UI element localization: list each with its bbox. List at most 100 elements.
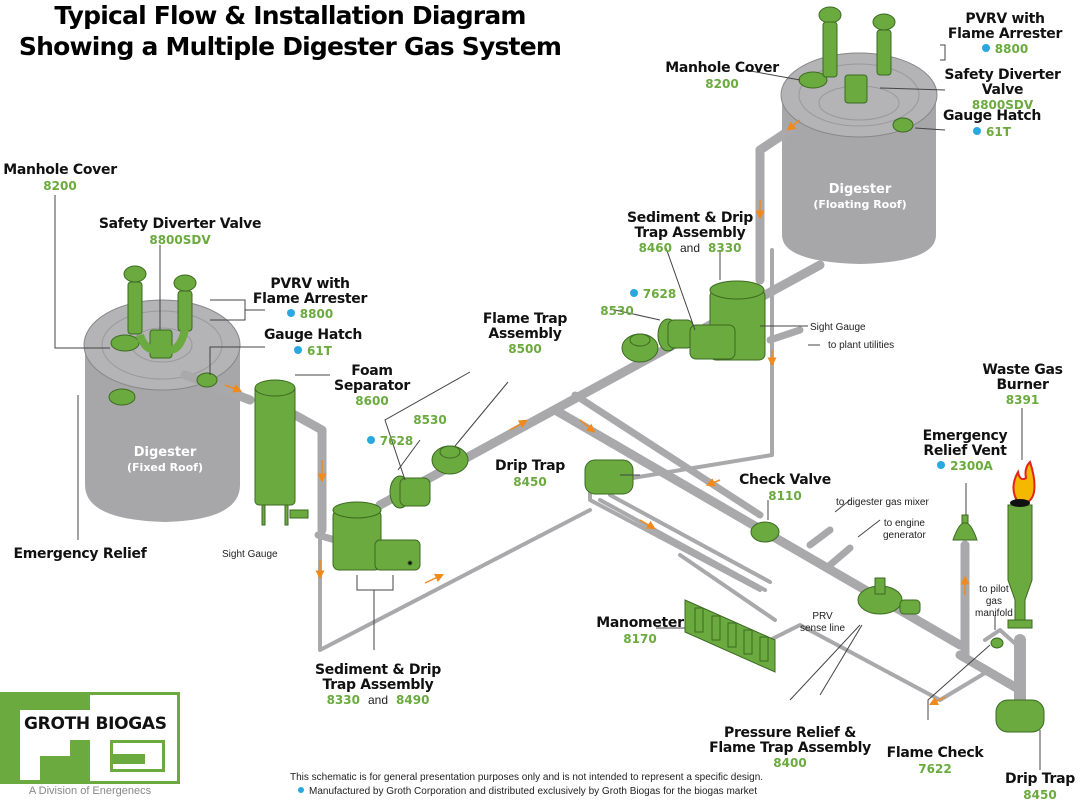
component-name: Waste Gas [982, 362, 1063, 378]
and-text: and [367, 693, 389, 708]
component-code: 7628 [379, 434, 414, 448]
component-code: 7628 [642, 287, 677, 301]
label-check-valve: Check Valve 8110 [735, 473, 835, 504]
label-pressure-relief-flame-trap: Pressure Relief & Flame Trap Assembly 84… [705, 726, 875, 772]
component-code: 8330 [708, 241, 742, 256]
flow-arrows [224, 119, 970, 706]
foam-separator [254, 379, 309, 526]
manometer [684, 599, 776, 673]
lower-sediment-drip-trap [332, 501, 421, 571]
label-right-gauge-hatch: Gauge Hatch 61T [942, 109, 1042, 140]
component-code: 2300A [950, 459, 993, 474]
right-flame-arrester [657, 318, 694, 352]
component-name: Manhole Cover [3, 162, 117, 178]
flame-check [990, 637, 1004, 649]
component-name: Emergency Relief [13, 546, 147, 562]
label-right-8530: 8530 [597, 303, 637, 320]
groth-dot-icon [298, 787, 304, 793]
label-left-gauge-hatch: Gauge Hatch 61T [258, 328, 368, 359]
component-code: 8200 [705, 76, 739, 91]
label-left-pvrv: PVRV with Flame Arrester 8800 [250, 277, 370, 323]
tank-label-floating-roof: Digester (Floating Roof) [800, 182, 920, 211]
component-name: Foam Separator [334, 363, 410, 394]
leader-lines [54, 44, 1041, 770]
component-code: 7622 [918, 761, 952, 776]
annotation-line: generator [883, 530, 926, 541]
left-flame-arrester [389, 475, 431, 509]
title-line-2: Showing a Multiple Digester Gas System [18, 32, 562, 61]
component-name: Flame Arrester [947, 25, 1063, 42]
annotation-line: to engine [883, 518, 925, 529]
label-right-manhole-cover: Manhole Cover 8200 [662, 61, 782, 92]
check-valve [750, 521, 780, 543]
component-name: PVRV with [270, 276, 350, 292]
annotation-line: manifold [975, 608, 1013, 619]
footer-legend: Manufactured by Groth Corporation and di… [298, 786, 757, 797]
component-code: 8500 [508, 342, 542, 357]
groth-dot-icon [286, 309, 295, 318]
annotation-sight-gauge-lower: Sight Gauge [222, 549, 278, 560]
tank-name: Digester [828, 182, 892, 197]
component-name: Manometer [596, 615, 684, 631]
label-emergency-relief-vent: Emergency Relief Vent 2300A [920, 429, 1010, 475]
component-code: 8400 [773, 756, 807, 771]
footer-disclaimer: This schematic is for general presentati… [290, 772, 764, 783]
component-name: Drip Trap [1005, 771, 1075, 787]
component-code: 61T [307, 343, 332, 358]
component-code: 8330 [326, 693, 360, 708]
logo-text: GROTH BIOGAS [24, 714, 167, 734]
component-code: 8800SDV [149, 232, 211, 247]
annotation-line: sense line [800, 623, 846, 634]
diagram-title: Typical Flow & Installation Diagram Show… [0, 0, 580, 62]
component-name: Manhole Cover [665, 60, 779, 76]
groth-biogas-logo: GROTH BIOGAS [0, 692, 180, 784]
component-code: 8460 [638, 241, 672, 256]
logo-subtitle: A Division of Energenecs [28, 785, 152, 797]
component-code: 8490 [396, 693, 430, 708]
label-waste-gas-burner: Waste Gas Burner 8391 [980, 363, 1065, 409]
label-left-manhole-cover: Manhole Cover 8200 [0, 163, 120, 194]
component-name: Pressure Relief & [723, 725, 856, 741]
component-name: Drip Trap [495, 458, 565, 474]
and-text: and [679, 241, 701, 256]
component-name: Gauge Hatch [942, 108, 1042, 124]
footer-legend-text: Manufactured by Groth Corporation and di… [309, 786, 758, 797]
component-name: PVRV with [965, 11, 1045, 27]
tank-label-fixed-roof: Digester (Fixed Roof) [110, 445, 220, 474]
component-name: Relief Vent [923, 442, 1007, 459]
groth-dot-icon [973, 126, 982, 135]
component-code: 8170 [623, 631, 657, 646]
component-code: 8530 [413, 413, 447, 427]
component-name: Gauge Hatch [263, 327, 363, 343]
component-name: Safety Diverter Valve [98, 216, 262, 232]
component-name: Flame Trap [482, 311, 568, 327]
component-code: 8530 [600, 304, 634, 318]
component-code: 8800 [994, 42, 1029, 57]
label-right-7628: 7628 [628, 286, 678, 303]
label-right-pvrv: PVRV with Flame Arrester 8800 [945, 12, 1065, 58]
annotation-to-digester-gas-mixer: to digester gas mixer [836, 497, 929, 508]
label-left-7628: 7628 [365, 433, 415, 450]
drip-trap-right [995, 699, 1045, 733]
component-name: Burner [996, 376, 1049, 393]
component-code: 8391 [1005, 393, 1040, 408]
component-name: Safety Diverter Valve [944, 67, 1061, 98]
annotation-line: gas [985, 596, 1002, 607]
label-left-8530: 8530 [410, 412, 450, 429]
label-flame-trap-assembly: Flame Trap Assembly 8500 [475, 312, 575, 358]
title-line-1: Typical Flow & Installation Diagram [54, 1, 526, 30]
annotation-sight-gauge-upper: Sight Gauge [810, 322, 866, 333]
component-code: 8800SDV [971, 98, 1034, 113]
component-name: Flame Trap Assembly [709, 739, 871, 756]
annotation-to-pilot-gas-manifold: to pilot gas manifold [975, 584, 1013, 620]
component-name: Assembly [488, 325, 562, 342]
annotation-line: to pilot [979, 584, 1009, 595]
right-flame-trap-8530 [621, 333, 659, 363]
flame-icon [1010, 460, 1036, 507]
annotation-line: PRV [812, 611, 833, 622]
component-code: 8110 [768, 488, 802, 503]
emergency-relief-vent [952, 514, 978, 541]
groth-dot-icon [629, 289, 638, 297]
logo-mark-icon [0, 692, 180, 784]
